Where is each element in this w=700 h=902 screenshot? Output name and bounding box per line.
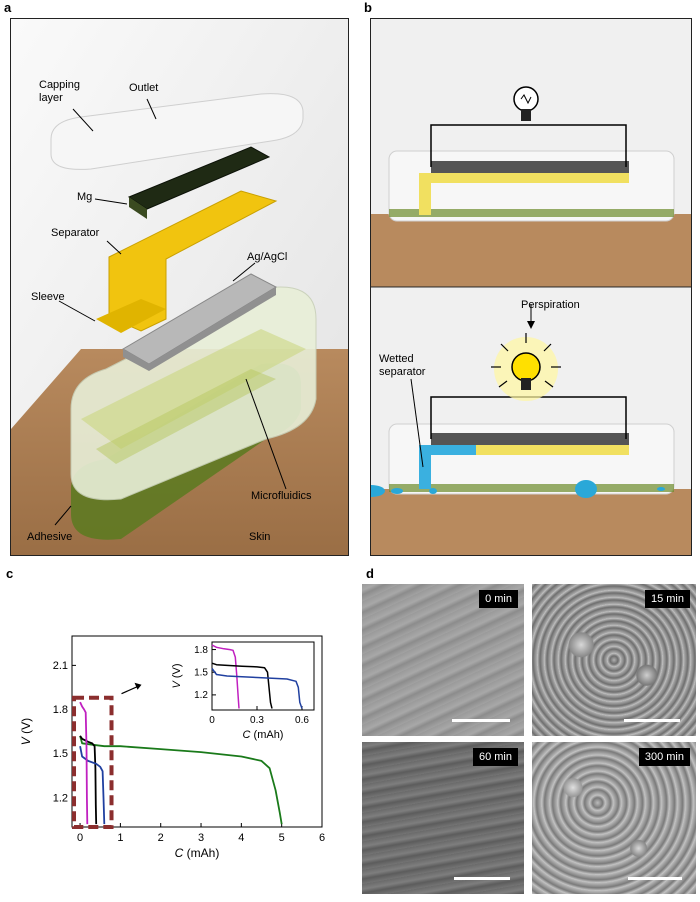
exploded-device-illustration (11, 19, 348, 555)
sem-image-0min: 0 min (362, 584, 524, 736)
circuit-illustration (371, 19, 691, 555)
panel-d-sem-grid: 0 min 15 min 60 min 300 min (362, 584, 696, 894)
axis-label: C (mAh) (175, 846, 220, 860)
x-tick-label: 4 (238, 832, 244, 844)
x-tick-label: 0.6 (295, 715, 309, 726)
y-tick-label: 1.8 (194, 645, 208, 656)
time-label-15min: 15 min (644, 590, 690, 608)
adhesive-label: Adhesive (27, 531, 73, 543)
time-label-300min: 300 min (638, 748, 690, 766)
y-tick-label: 1.2 (194, 690, 208, 701)
y-tick-label: 1.2 (53, 792, 68, 804)
zoom-highlight-box (72, 695, 114, 830)
series-line-black (79, 735, 98, 825)
x-tick-label: 5 (279, 832, 285, 844)
series-line-black (211, 662, 273, 709)
sem-image-15min: 15 min (532, 584, 696, 736)
y-tick-label: 1.5 (194, 668, 208, 679)
wetted-separator-line1: Wetted (379, 353, 414, 365)
series-line-blue (79, 746, 106, 825)
capping-layer-label-line2: layer (39, 92, 63, 104)
inset-plot: 0 0.3 0.6 1.2 1.5 1.8 C (mAh) V (V) (171, 641, 315, 741)
time-label-0min: 0 min (479, 590, 518, 608)
arrow-head (134, 682, 142, 690)
y-tick-label: 1.5 (53, 748, 68, 760)
time-label-60min: 60 min (472, 748, 518, 766)
axis-label: V (V) (171, 663, 183, 688)
x-tick-label: 1 (117, 832, 123, 844)
microfluidics-label: Microfluidics (251, 490, 312, 502)
capping-layer-label: Capping layer (39, 79, 80, 105)
x-tick-label: 0.3 (250, 715, 264, 726)
axis-label: V (V) (19, 718, 33, 745)
scale-bar (454, 877, 510, 880)
x-tick-label: 0 (77, 832, 83, 844)
capping-layer-label-line1: Capping (39, 79, 80, 91)
series-line-blue (211, 667, 303, 709)
ag-agcl-label: Ag/AgCl (247, 251, 288, 263)
separator-label: Separator (51, 227, 100, 239)
scale-bar (628, 877, 682, 880)
y-tick-label: 1.8 (53, 704, 68, 716)
panel-b-circuit-views: Perspiration Wetted separator (370, 18, 692, 556)
y-tick-label: 2.1 (53, 660, 68, 672)
panel-label-b: b (364, 0, 372, 15)
axis-label: C (mAh) (243, 729, 284, 741)
lightbulb-off-icon (513, 86, 539, 121)
lightbulb-on-icon (491, 333, 561, 401)
x-tick-label: 6 (319, 832, 325, 844)
scale-bar (624, 719, 680, 722)
wetted-separator-line2: separator (379, 366, 426, 378)
panel-label-d: d (366, 566, 374, 581)
panel-a-exploded-view: Capping layer Outlet Mg Separator Ag/AgC… (10, 18, 349, 556)
x-tick-label: 0 (209, 715, 215, 726)
panel-label-c: c (6, 566, 14, 581)
mg-label: Mg (77, 191, 93, 203)
sem-image-300min: 300 min (532, 742, 696, 894)
series-line-magenta (211, 644, 240, 709)
perspiration-label: Perspiration (521, 299, 580, 311)
x-tick-label: 2 (158, 832, 164, 844)
outlet-label: Outlet (129, 82, 159, 94)
wetted-separator-label: Wetted separator (379, 353, 425, 379)
panel-label-a: a (4, 0, 12, 15)
series-line-magenta (79, 701, 89, 825)
discharge-chart: 0 1 2 3 4 5 6 1.2 1.5 1.8 2.1 C (mAh) V (V) 0 0.3 0.6 1… (19, 635, 325, 860)
sem-image-60min: 60 min (362, 742, 524, 894)
scale-bar (452, 719, 510, 722)
x-tick-label: 3 (198, 832, 204, 844)
skin-label: Skin (249, 531, 271, 543)
sleeve-label: Sleeve (31, 291, 65, 303)
